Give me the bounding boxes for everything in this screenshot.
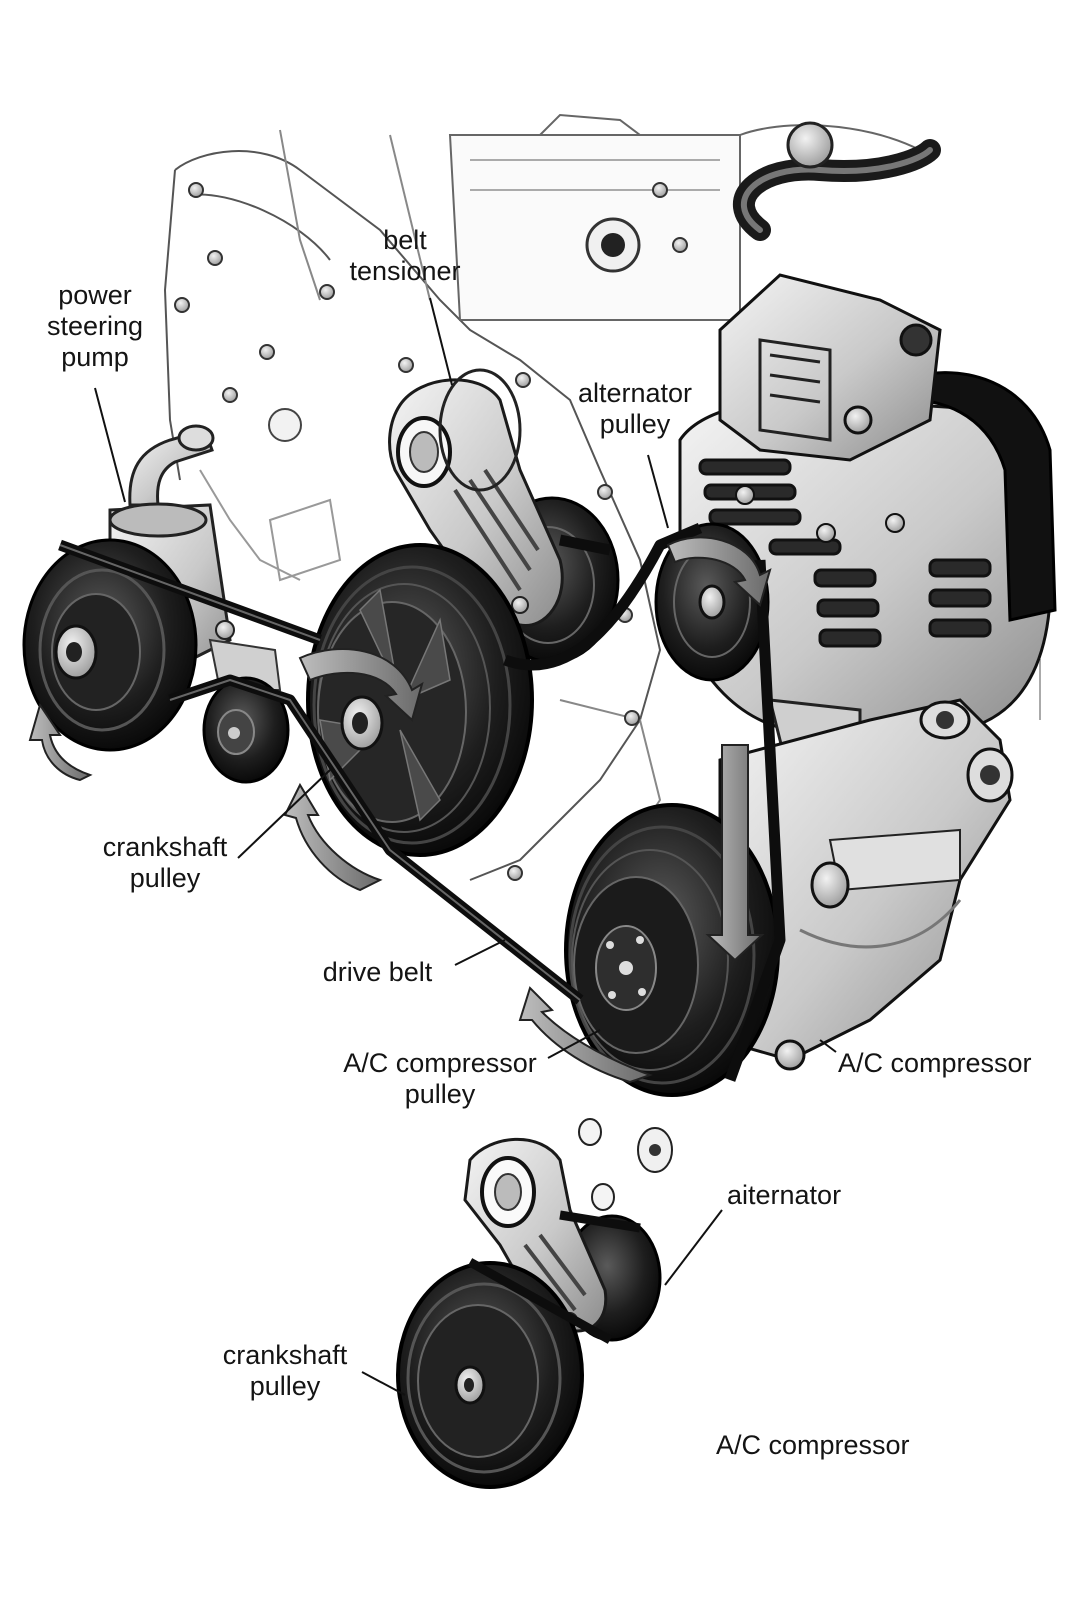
label-crankshaft-pulley: crankshaft pulley (102, 832, 228, 893)
label-alternator-inset: aiternator (727, 1180, 842, 1210)
block-bolts (174, 182, 688, 881)
crankshaft-pulley (306, 543, 534, 857)
label-ac-compressor: A/C compressor (838, 1048, 1032, 1078)
alternator-fins (698, 458, 992, 648)
label-alternator-pulley: alternator pulley (577, 378, 693, 439)
label-drive-belt: drive belt (322, 957, 433, 987)
label-power-steering-pump: power steering pump (46, 280, 144, 372)
drive-belt (58, 522, 786, 1082)
label-ac-compressor-pulley: A/C compressor pulley (343, 1048, 537, 1109)
idler-pulley (202, 676, 290, 784)
ac-compressor (718, 698, 1014, 1071)
label-crankshaft-pulley-inset: crankshaft pulley (222, 1340, 348, 1401)
block-boss (268, 217, 641, 442)
coolant-hose (733, 139, 941, 241)
inset-crankshaft-pulley (396, 1261, 584, 1489)
inset-belt (467, 1210, 641, 1344)
label-belt-tensioner: belt tensioner (349, 225, 461, 286)
label-ac-compressor-inset: A/C compressor (716, 1430, 910, 1460)
belt-tensioner (388, 368, 620, 664)
rotation-arrows (28, 536, 772, 1084)
power-steering-pulley (22, 538, 198, 752)
inset-washers (578, 1118, 673, 1211)
alternator (678, 273, 1057, 825)
hose-fitting (786, 121, 834, 169)
leader-lines (94, 297, 837, 1396)
